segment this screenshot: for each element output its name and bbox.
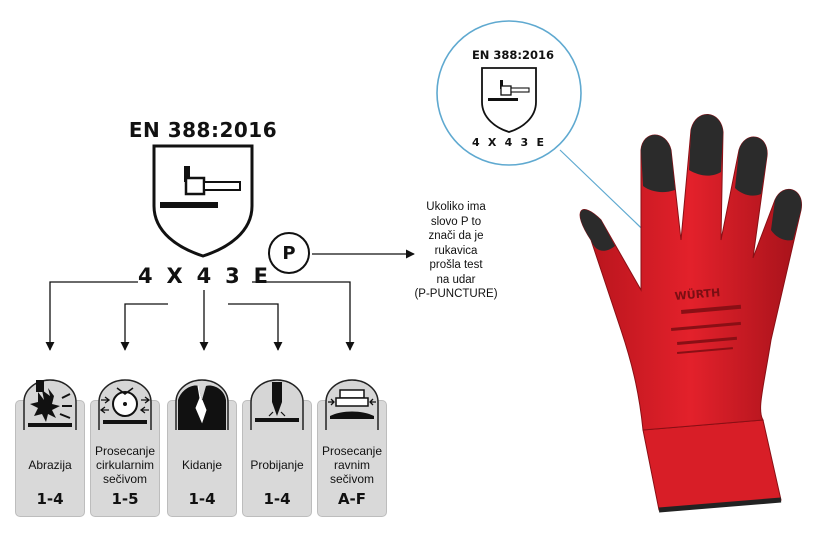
shield-hammer-icon	[152, 144, 254, 258]
test-tile-puncture: Probijanje 1-4	[242, 378, 312, 517]
code-char-tear: 4	[196, 264, 212, 288]
note-line: Ukoliko ima	[426, 201, 486, 213]
code-char-abrasion: 4	[138, 264, 153, 288]
note-line: znači da je	[428, 230, 484, 242]
arrow-to-puncture	[228, 303, 283, 351]
zoom-circle	[436, 20, 582, 166]
glove-illustration: WÜRTH	[579, 114, 802, 513]
arrow-to-straight-cut	[252, 281, 355, 351]
test-label: Kidanje	[181, 458, 223, 472]
standard-title: EN 388:2016	[128, 118, 278, 142]
test-score: 1-5	[111, 490, 139, 508]
note-line: (P-PUNCTURE)	[414, 288, 498, 300]
test-label: Abrazija	[28, 458, 72, 472]
test-score: 1-4	[263, 490, 291, 508]
code-char-straight-cut: E	[253, 264, 268, 288]
puncture-badge: P	[268, 232, 310, 274]
circular-blade-cut-icon	[98, 379, 152, 430]
test-label: Probijanje	[250, 458, 304, 472]
note-line: na udar	[436, 273, 476, 286]
test-score: A-F	[337, 490, 367, 508]
puncture-icon	[250, 379, 304, 430]
note-line: slovo P to	[430, 215, 482, 228]
arrow-to-abrasion	[45, 281, 138, 351]
test-score: 1-4	[188, 490, 216, 508]
code-char-circular-cut: X	[166, 264, 183, 288]
note-line: rukavica	[434, 244, 478, 257]
tear-icon	[175, 379, 229, 430]
note-line: prošla test	[429, 259, 483, 271]
code-char-puncture: 3	[225, 264, 240, 288]
straight-blade-cut-icon	[325, 379, 379, 430]
glove-brand: WÜRTH	[674, 285, 721, 303]
abrasion-icon	[23, 379, 77, 430]
performance-code: 4 X 4 3 E	[138, 264, 268, 288]
zoom-standard-title: EN 388:2016	[471, 48, 555, 62]
test-tile-abrasion: Abrazija 1-4	[15, 378, 85, 517]
arrow-to-circular-cut	[120, 303, 168, 351]
test-tile-tear: Kidanje 1-4	[167, 378, 237, 517]
puncture-note: Ukoliko ima slovo P to znači da je rukav…	[400, 200, 512, 302]
test-score: 1-4	[36, 490, 64, 508]
zoom-performance-code: 4 X 4 3 E	[472, 136, 544, 149]
